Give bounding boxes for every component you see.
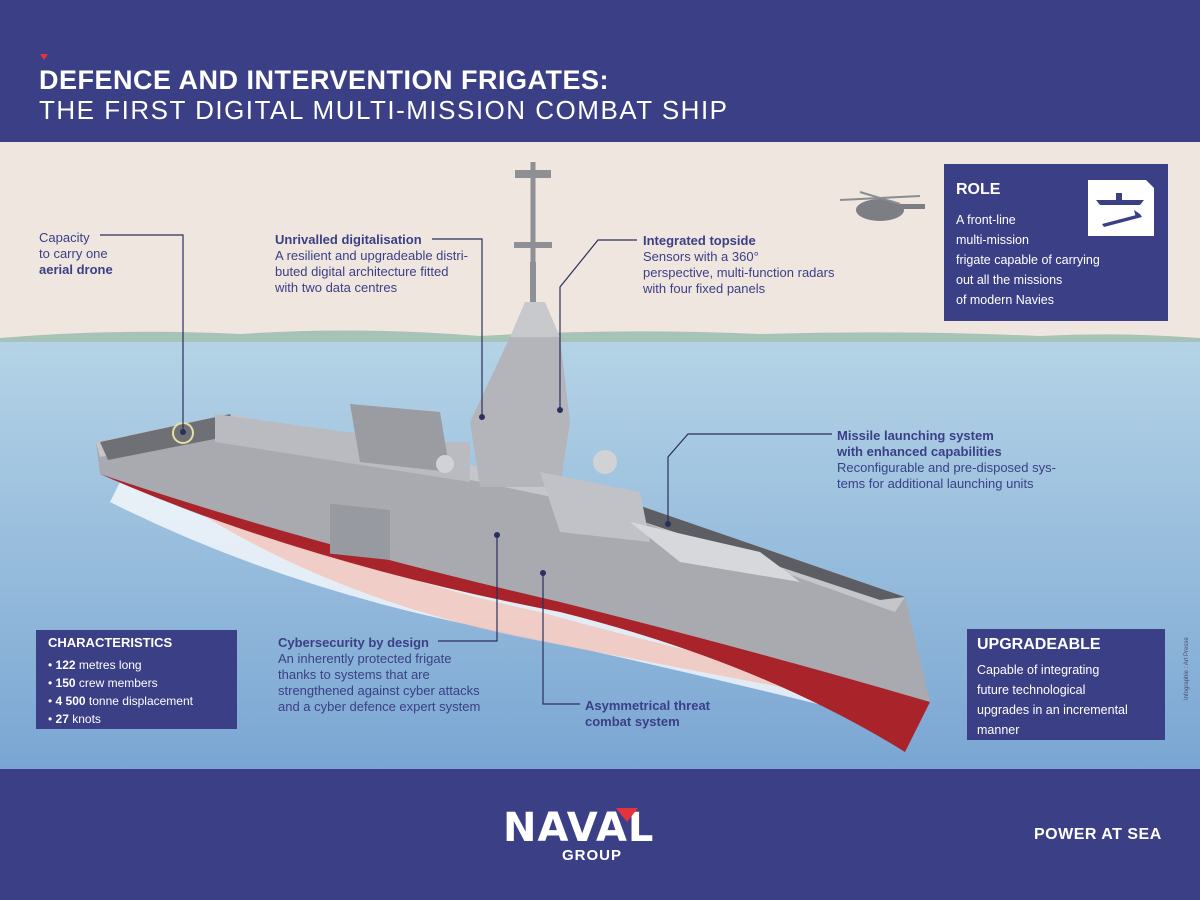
ship-and-missile-icon xyxy=(1088,180,1154,236)
mast-top xyxy=(510,302,560,337)
list-item: • 122 metres long xyxy=(48,658,142,672)
role-description: A front-line multi-mission frigate capab… xyxy=(956,213,1100,307)
leader-line-digital xyxy=(432,238,483,417)
callout-aerial-drone: Capacity to carry one aerial drone xyxy=(39,230,113,277)
upgradeable-panel: UPGRADEABLE Capable of integrating futur… xyxy=(967,629,1165,740)
characteristics-panel: CHARACTERISTICS • 122 metres long • 150 … xyxy=(36,630,237,729)
helicopter-deck xyxy=(100,414,240,460)
sensor-dome xyxy=(593,450,617,474)
sensor-dome-small xyxy=(436,455,454,473)
callout-digitalisation: Unrivalled digitalisation A resilient an… xyxy=(275,232,468,295)
callout-cybersecurity: Cybersecurity by design An inherently pr… xyxy=(278,635,481,714)
tagline: POWER AT SEA xyxy=(1034,826,1162,843)
list-item: • 27 knots xyxy=(48,712,101,726)
helicopter xyxy=(839,191,925,221)
forward-deck xyxy=(600,492,905,600)
leader-line-topside xyxy=(559,239,637,410)
list-item: • 4 500 tonne displacement xyxy=(48,694,193,708)
callout-asymmetrical-threat: Asymmetrical threat combat system xyxy=(585,698,710,729)
footer-banner: NAVAL GROUP POWER AT SEA xyxy=(0,769,1200,900)
leader-line-missile xyxy=(667,433,832,524)
callout-integrated-topside: Integrated topside Sensors with a 360° p… xyxy=(643,233,835,296)
page-subtitle: THE FIRST DIGITAL MULTI-MISSION COMBAT S… xyxy=(39,95,729,125)
bridge-structure xyxy=(540,472,650,542)
header-banner: DEFENCE AND INTERVENTION FRIGATES: THE F… xyxy=(0,0,1200,142)
page-title: DEFENCE AND INTERVENTION FRIGATES: xyxy=(39,65,610,95)
callout-missile-system: Missile launching system with enhanced c… xyxy=(837,428,1056,491)
integrated-mast-tower xyxy=(470,337,570,487)
logo-red-triangle xyxy=(616,808,638,822)
hull-panel xyxy=(330,503,390,560)
role-panel: ROLE A front-line multi-mission frigate … xyxy=(944,164,1168,321)
characteristics-list: • 122 metres long • 150 crew members • 4… xyxy=(48,656,193,728)
hull-grey xyxy=(96,414,930,702)
upgradeable-heading: UPGRADEABLE xyxy=(977,636,1101,653)
logo-subtitle: GROUP xyxy=(562,847,623,864)
naval-group-logo: NAVAL GROUP xyxy=(503,805,703,865)
leader-line-drone xyxy=(100,234,184,432)
characteristics-heading: CHARACTERISTICS xyxy=(48,635,173,650)
red-triangle-mark xyxy=(40,54,48,60)
mid-superstructure xyxy=(350,404,450,472)
leader-line-threat xyxy=(542,573,580,705)
upgradeable-description: Capable of integrating future technologi… xyxy=(977,663,1128,737)
mast-crossbar xyxy=(514,242,552,248)
leader-line-cyber xyxy=(438,535,498,642)
role-heading: ROLE xyxy=(956,181,1001,198)
mast-pole xyxy=(530,262,536,302)
list-item: • 150 crew members xyxy=(48,676,158,690)
image-credit: Infographie : Art Presse xyxy=(1184,637,1190,700)
missile-launcher-module xyxy=(630,522,800,582)
